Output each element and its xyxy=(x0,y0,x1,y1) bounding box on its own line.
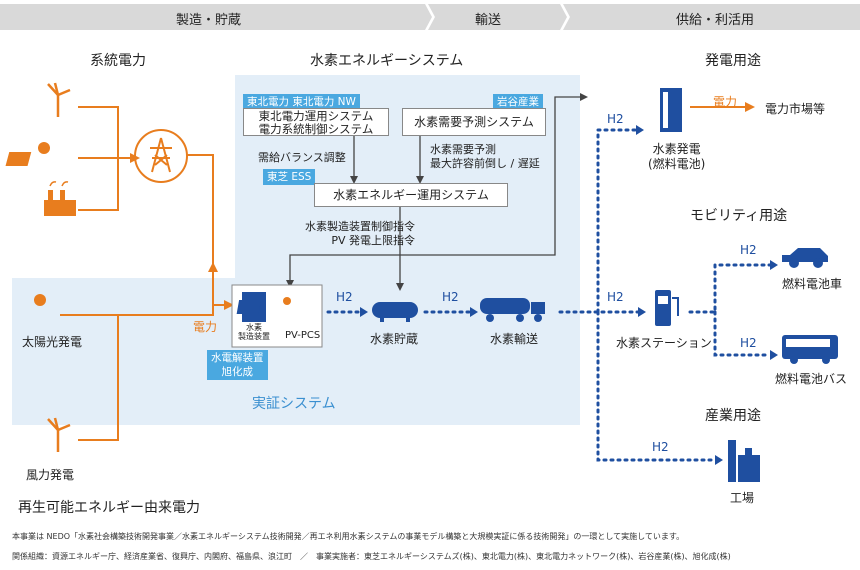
tag-iwatani: 岩谷産業 xyxy=(493,94,543,110)
tag-asahi: 水電解装置 旭化成 xyxy=(207,350,268,380)
fuel-cell-car-icon xyxy=(782,248,828,268)
phase-chevron-3 xyxy=(563,4,860,30)
storage-tank-icon xyxy=(372,302,418,322)
electricity-out-label: 電力 xyxy=(713,95,738,109)
h2-storage-label: 水素貯蔵 xyxy=(370,332,419,346)
solar-label: 太陽光発電 xyxy=(22,335,83,349)
h2-label: H2 xyxy=(652,440,669,454)
fuel-cell-label: 水素発電 (燃料電池) xyxy=(648,142,706,171)
fc-bus-label: 燃料電池バス xyxy=(775,372,848,386)
power-market-label: 電力市場等 xyxy=(765,102,826,116)
electricity-label: 電力 xyxy=(193,320,218,334)
power-use-title: 発電用途 xyxy=(705,53,761,69)
demo-system-title: 実証システム xyxy=(252,396,336,412)
demand-forecast-box: 水素需要予測システム xyxy=(402,108,546,136)
thermal-plant-icon xyxy=(44,181,76,216)
factory-label: 工場 xyxy=(730,491,755,505)
pv-pcs-label: PV-PCS xyxy=(285,330,321,341)
hydrogen-system-title: 水素エネルギーシステム xyxy=(310,53,464,69)
supply-demand-label: 需給バランス調整 xyxy=(258,151,346,164)
h2-transport-label: 水素輸送 xyxy=(490,332,539,346)
control-commands-label: 水素製造装置制御指令 PV 発電上限指令 xyxy=(305,220,415,247)
h2-label: H2 xyxy=(336,290,353,304)
solar-panel-icon xyxy=(34,294,46,306)
phase-chevron-2 xyxy=(428,4,567,30)
demand-forecast-note: 水素需要予測 最大許容前倒し / 遅延 xyxy=(430,143,540,170)
tag-tohoku: 東北電力 東北電力 NW xyxy=(243,94,360,110)
hydrogen-station-icon xyxy=(655,290,679,326)
grid-power-title: 系統電力 xyxy=(90,53,146,69)
footer-note: 本事業は NEDO「水素社会構築技術開発事業／水素エネルギーシステム技術開発／再… xyxy=(12,532,685,541)
h2-label: H2 xyxy=(607,112,624,126)
mobility-use-title: モビリティ用途 xyxy=(690,208,788,224)
fuel-cell-icon xyxy=(660,88,682,132)
h2-label: H2 xyxy=(740,336,757,350)
renewable-power-title: 再生可能エネルギー由来電力 xyxy=(18,500,200,516)
solar-panel-icon xyxy=(5,142,50,166)
fuel-cell-bus-icon xyxy=(782,335,838,364)
industrial-use-title: 産業用途 xyxy=(705,408,761,424)
phase-chevron-1 xyxy=(0,4,432,30)
phase-supply-utilization: 供給・利活用 xyxy=(676,13,755,28)
footer-organizations: 関係組織：資源エネルギー庁、経済産業省、復興庁、内閣府、福島県、浪江町 ／ 事業… xyxy=(12,552,731,561)
phase-transport: 輸送 xyxy=(475,13,502,28)
h2-label: H2 xyxy=(740,243,757,257)
wind-turbine-icon xyxy=(47,82,71,117)
transmission-tower-icon xyxy=(134,129,188,183)
factory-icon xyxy=(728,440,760,482)
h2-label: H2 xyxy=(442,290,459,304)
wind-label: 風力発電 xyxy=(26,468,75,482)
tag-toshiba: 東芝 ESS xyxy=(263,169,316,185)
tohoku-operation-system-box: 東北電力運用システム 電力系統制御システム xyxy=(243,108,389,136)
electrolyzer-label: 水素 製造装置 xyxy=(238,323,270,341)
fcv-label: 燃料電池車 xyxy=(782,277,843,291)
tanker-truck-icon xyxy=(480,298,545,322)
h2-label: H2 xyxy=(607,290,624,304)
hydrogen-operation-system-box: 水素エネルギー運用システム xyxy=(314,183,508,207)
h2-station-label: 水素ステーション xyxy=(616,336,712,350)
pv-pcs-icon xyxy=(283,297,291,305)
phase-manufacture-storage: 製造・貯蔵 xyxy=(176,13,242,28)
wind-turbine-icon xyxy=(47,417,71,452)
